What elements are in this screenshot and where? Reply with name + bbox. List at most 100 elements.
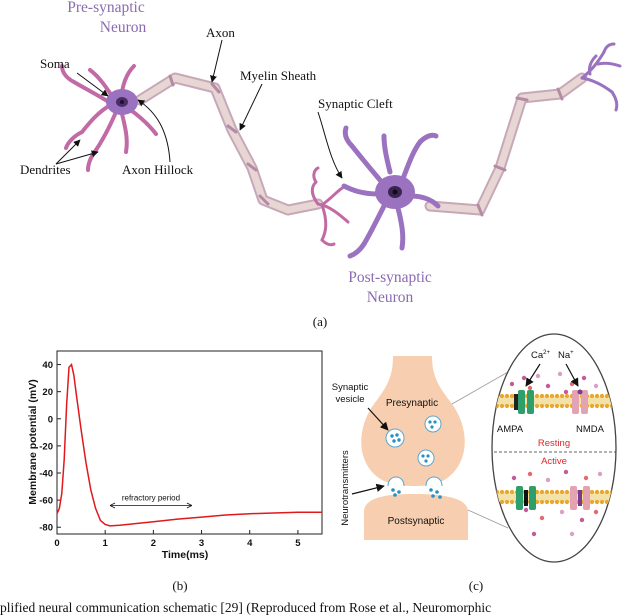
- panel-c-caption: (c): [469, 578, 483, 593]
- ampa-receptor-resting: [514, 390, 534, 414]
- postsynaptic-label: Postsynaptic: [388, 516, 445, 527]
- refractory-label: refractory period: [122, 494, 180, 503]
- lipid-head: [594, 403, 600, 409]
- lipid-head: [509, 499, 515, 505]
- figure-caption: plified neural communication schematic […: [0, 600, 491, 615]
- synaptic-vesicle-label-2: vesicle: [335, 394, 364, 405]
- zoom-lines: [451, 371, 509, 529]
- pre-axon-terminal: [310, 166, 350, 247]
- lipid-head: [509, 393, 515, 399]
- post-synaptic-label: Post-synaptic: [348, 269, 432, 286]
- sodium-label: Na+: [558, 350, 574, 361]
- x-tick-label: 2: [151, 538, 156, 549]
- lipid-head: [509, 403, 515, 409]
- lipid-head: [544, 403, 550, 409]
- x-tick-label: 3: [199, 538, 204, 549]
- synaptic-vesicles: [385, 415, 443, 499]
- lipid-head: [544, 489, 550, 495]
- lipid-head: [504, 499, 510, 505]
- lipid-head: [604, 489, 610, 495]
- lipid-head: [609, 499, 615, 505]
- synaptic-vesicle-label: Synaptic: [332, 382, 369, 393]
- lipid-head: [499, 403, 505, 409]
- lipid-head: [564, 499, 570, 505]
- myelin-sheath-label: Myelin Sheath: [240, 68, 317, 83]
- lipid-head: [554, 499, 560, 505]
- synaptic-cleft-label: Synaptic Cleft: [318, 96, 393, 111]
- axon-hillock-label: Axon Hillock: [122, 162, 194, 177]
- pre-synaptic-label-2: Neuron: [100, 19, 147, 36]
- nmda-receptor-active: [570, 486, 590, 510]
- lipid-head: [614, 393, 616, 399]
- panel-b-caption: (b): [172, 578, 187, 593]
- panel-a: Pre-synaptic Neuron Soma Dendrites Axon …: [20, 0, 622, 329]
- lipid-head: [492, 499, 495, 505]
- lipid-head: [614, 489, 616, 495]
- lipid-head: [492, 393, 495, 399]
- lipid-head: [549, 393, 555, 399]
- lipid-head: [594, 489, 600, 495]
- chart-x-axis-label: Time(ms): [162, 549, 209, 561]
- x-tick-label: 4: [247, 538, 253, 549]
- lipid-head: [594, 393, 600, 399]
- chart-y-axis-label: Membrane potential (mV): [27, 379, 39, 504]
- neurotransmitters-label: Neurotransmitters: [340, 450, 351, 526]
- lipid-head: [499, 499, 505, 505]
- y-tick-label: -80: [39, 523, 53, 534]
- panel-a-leaders: [55, 39, 343, 179]
- axon-label: Axon: [206, 25, 235, 40]
- lipid-head: [549, 489, 555, 495]
- lipid-head: [492, 489, 495, 495]
- membrane-resting: [492, 393, 616, 409]
- pre-soma-group: [60, 64, 158, 172]
- y-tick-label: 20: [42, 387, 53, 398]
- panel-c-arrows: [351, 363, 579, 495]
- y-tick-label: -40: [39, 469, 53, 480]
- nmda-label: NMDA: [576, 424, 605, 435]
- resting-label: Resting: [538, 438, 570, 449]
- post-synaptic-label-2: Neuron: [367, 289, 414, 306]
- lipid-head: [504, 393, 510, 399]
- lipid-head: [504, 489, 510, 495]
- receptor-zoom-oval: [491, 333, 617, 563]
- lipid-head: [599, 403, 605, 409]
- lipid-head: [594, 499, 600, 505]
- lipid-head: [604, 393, 610, 399]
- lipid-head: [604, 499, 610, 505]
- lipid-head: [554, 393, 560, 399]
- lipid-head: [564, 489, 570, 495]
- lipid-head: [614, 403, 616, 409]
- panel-a-caption: (a): [313, 314, 327, 329]
- lipid-head: [589, 393, 595, 399]
- active-label: Active: [541, 456, 567, 467]
- post-axon: [424, 72, 588, 217]
- lipid-head: [599, 393, 605, 399]
- lipid-head: [614, 499, 616, 505]
- lipid-head: [554, 403, 560, 409]
- fusing-vesicle: [387, 476, 443, 487]
- lipid-head: [609, 393, 615, 399]
- vesicle: [424, 415, 442, 433]
- nmda-receptor-resting: [572, 389, 588, 414]
- y-tick-label: 0: [48, 414, 53, 425]
- lipid-head: [559, 499, 565, 505]
- ampa-label: AMPA: [497, 424, 524, 435]
- lipid-head: [539, 403, 545, 409]
- lipid-head: [589, 499, 595, 505]
- calcium-label: Ca2+: [531, 350, 550, 361]
- presynaptic-terminal: [361, 356, 465, 486]
- pre-axon: [134, 72, 324, 216]
- x-tick-label: 0: [54, 538, 59, 549]
- presynaptic-label: Presynaptic: [386, 398, 438, 409]
- lipid-head: [559, 489, 565, 495]
- soma-label: Soma: [40, 56, 70, 71]
- lipid-head: [554, 489, 560, 495]
- refractory-arrowhead: [109, 502, 116, 509]
- x-tick-label: 1: [103, 538, 109, 549]
- lipid-head: [544, 393, 550, 399]
- lipid-head: [509, 489, 515, 495]
- post-axon-terminal: [580, 42, 622, 112]
